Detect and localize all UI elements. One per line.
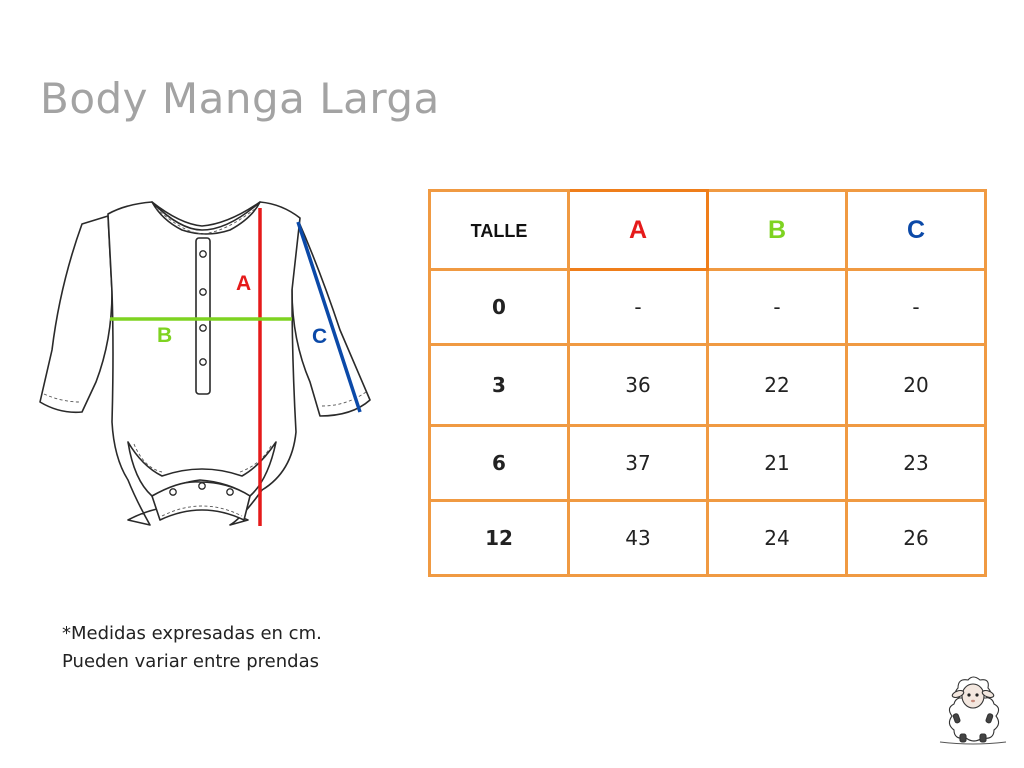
- table-header-row: TALLE A B C: [428, 189, 987, 271]
- header-b: B: [706, 189, 848, 271]
- value-a: 36: [567, 343, 709, 427]
- size-table: TALLE A B C 0 - - - 3 36 22 20 6 37 21 2…: [428, 189, 987, 577]
- label-a: A: [236, 272, 251, 295]
- note-line-1: *Medidas expresadas en cm.: [62, 623, 322, 644]
- table-row: 3 36 22 20: [428, 343, 987, 427]
- value-c: 26: [845, 499, 987, 577]
- sheep-mascot-icon: [938, 672, 1008, 746]
- size-cell: 12: [428, 499, 570, 577]
- value-b: 22: [706, 343, 848, 427]
- size-cell: 3: [428, 343, 570, 427]
- value-c: 23: [845, 424, 987, 502]
- table-row: 12 43 24 26: [428, 499, 987, 577]
- value-a: -: [567, 268, 709, 346]
- bodysuit-icon: A B C: [39, 201, 371, 526]
- table-row: 0 - - -: [428, 268, 987, 346]
- header-talle: TALLE: [428, 189, 570, 271]
- header-c: C: [845, 189, 987, 271]
- size-cell: 0: [428, 268, 570, 346]
- value-c: -: [845, 268, 987, 346]
- label-c: C: [312, 325, 327, 348]
- page-title: Body Manga Larga: [40, 74, 440, 123]
- value-b: 24: [706, 499, 848, 577]
- value-b: -: [706, 268, 848, 346]
- value-b: 21: [706, 424, 848, 502]
- note-line-2: Pueden variar entre prendas: [62, 651, 319, 672]
- bodysuit-diagram: A B C: [30, 190, 380, 540]
- table-row: 6 37 21 23: [428, 424, 987, 502]
- measurement-note: *Medidas expresadas en cm. Pueden variar…: [62, 620, 322, 676]
- measure-line-c: [296, 221, 362, 413]
- value-a: 43: [567, 499, 709, 577]
- value-a: 37: [567, 424, 709, 502]
- size-cell: 6: [428, 424, 570, 502]
- value-c: 20: [845, 343, 987, 427]
- label-b: B: [157, 324, 172, 347]
- header-a: A: [567, 189, 709, 271]
